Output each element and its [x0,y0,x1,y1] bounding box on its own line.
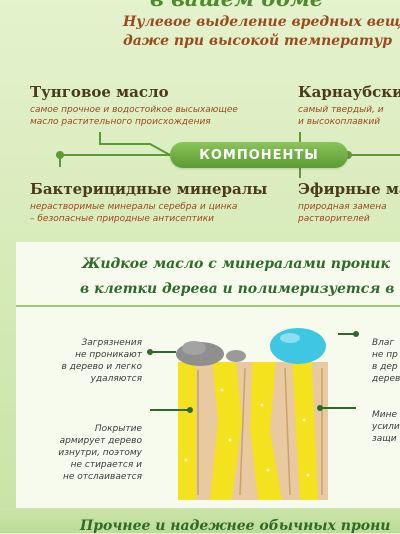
component-tung-oil-name: Тунговое масло [30,83,169,101]
panel-heading-line-2: в клетки дерева и полимеризуется в [80,281,395,297]
component-minerals-desc: нерастворимые минералы серебра и цинка –… [30,202,238,224]
water-droplet [270,328,326,364]
component-carnauba-desc: самый твердый, и и высокоплавкий [298,105,384,127]
note-minerals: Мине усили защи [372,410,400,444]
component-carnauba-name: Карнаубский [298,83,400,101]
note-dirt: Загрязнения не проникают в дерево и легк… [61,338,142,384]
component-tung-oil-desc: самое прочное и водостойкое высыхающее м… [30,105,238,127]
panel-divider [16,305,400,307]
bottom-heading: Прочнее и надежнее обычных прони [80,518,391,534]
component-essential-oils-desc: природная замена растворителей [298,202,387,224]
wood-cross-section-illustration [147,328,359,500]
dirt-pile [176,341,246,366]
bottom-band [0,508,400,533]
note-reinforcement: Покрытие армирует дерево изнутри, поэтом… [58,424,142,482]
subtitle-line-2: даже при высокой температур [123,33,393,49]
note-moisture: Влаг не пр в дер дерев [372,338,400,384]
component-essential-oils-name: Эфирные ма [298,180,400,198]
panel-heading-line-1: Жидкое масло с минералами проник [82,256,390,272]
component-minerals-name: Бактерицидные минералы [30,180,268,198]
components-badge: КОМПОНЕНТЫ [170,142,348,168]
page-title: в вашем доме [150,0,323,11]
subtitle-line-1: Нулевое выделение вредных вещес [123,14,400,30]
wood-fibers [178,362,318,500]
